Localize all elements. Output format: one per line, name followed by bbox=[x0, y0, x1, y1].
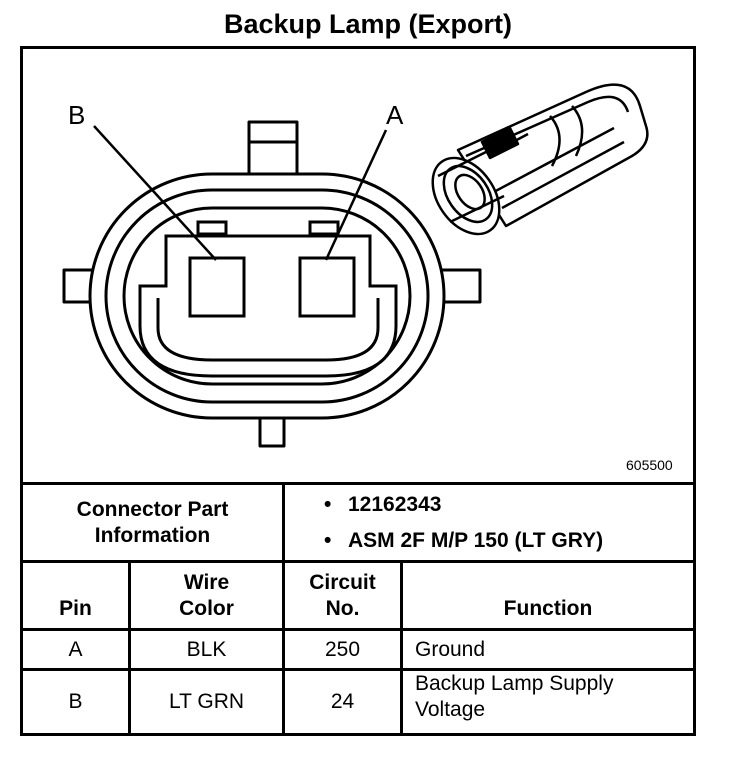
leader-line-a bbox=[324, 129, 388, 261]
row-a-wire-color: BLK bbox=[186, 637, 227, 661]
leader-line-b bbox=[93, 125, 217, 261]
wire-col-divider bbox=[282, 560, 285, 736]
row-b-pin: B bbox=[68, 690, 83, 713]
row-a-bottom-border bbox=[20, 668, 696, 671]
row-a-function: Ground bbox=[415, 637, 486, 661]
connector-info-item: •ASM 2F M/P 150 (LT GRY) bbox=[324, 529, 604, 552]
row-b-function: Backup Lamp Supply Voltage bbox=[415, 672, 614, 721]
connector-info-item: •12162343 bbox=[324, 493, 442, 516]
table-top-border bbox=[20, 482, 696, 485]
reference-code: 605500 bbox=[626, 457, 673, 473]
connector-info-divider bbox=[282, 482, 285, 562]
connector-diagram: B A bbox=[62, 83, 649, 448]
terminal-b bbox=[188, 256, 246, 318]
connector-right-tab bbox=[438, 268, 482, 304]
connector-housing-ring bbox=[104, 188, 430, 404]
connector-info-list: •12162343 •ASM 2F M/P 150 (LT GRY) bbox=[324, 490, 603, 562]
header-circuit-no: Circuit No. bbox=[309, 570, 376, 620]
pin-label-b: B bbox=[68, 100, 85, 130]
row-b-wire-color: LT GRN bbox=[168, 690, 245, 713]
page-title: Backup Lamp (Export) bbox=[223, 9, 513, 39]
header-function: Function bbox=[503, 597, 593, 620]
connector-housing-inner bbox=[122, 206, 412, 386]
header-bottom-border bbox=[20, 628, 696, 631]
connector-info-bottom-border bbox=[20, 560, 696, 563]
header-wire-color: Wire Color bbox=[179, 570, 234, 620]
circuit-col-divider bbox=[400, 560, 403, 736]
terminal-a bbox=[298, 256, 356, 318]
connector-illustration bbox=[431, 83, 649, 236]
header-pin: Pin bbox=[59, 597, 92, 620]
connector-info-label: Connector Part Information bbox=[76, 497, 229, 547]
row-a-pin: A bbox=[68, 637, 83, 661]
row-a-circuit: 250 bbox=[324, 637, 361, 661]
diagram-frame bbox=[20, 46, 696, 736]
pin-col-divider bbox=[128, 560, 131, 736]
row-b-circuit: 24 bbox=[330, 690, 355, 713]
pin-label-a: A bbox=[386, 100, 404, 130]
